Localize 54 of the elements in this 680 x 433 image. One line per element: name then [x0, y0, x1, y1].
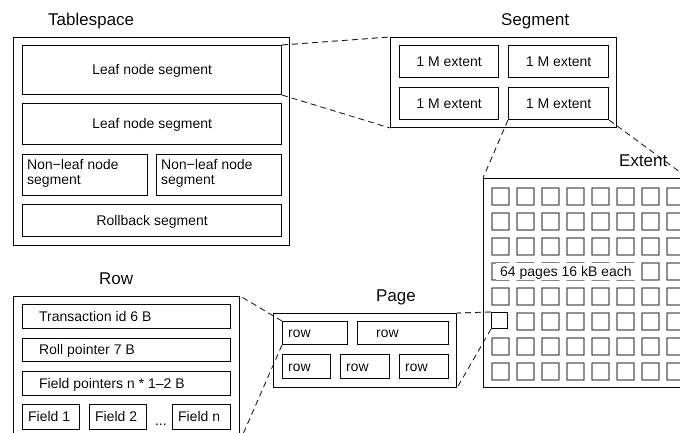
zoom-line [456, 312, 492, 314]
page-square [491, 312, 508, 329]
segment-box [89, 404, 147, 430]
segment-box [22, 304, 231, 329]
box-title: Page [376, 287, 416, 306]
box-label: row [288, 358, 311, 374]
box-label: Transaction id 6 B [39, 308, 152, 324]
box-label: Roll pointer 7 B [39, 342, 135, 358]
zoom-line [282, 94, 390, 128]
box-label: row [405, 358, 428, 374]
box-label: 1 M extent [526, 96, 592, 112]
zoom-line [482, 120, 508, 178]
segment-box [22, 338, 231, 362]
ellipsis: ... [155, 412, 167, 428]
box-label: row [288, 325, 311, 341]
box-label: 1 M extent [416, 96, 482, 112]
box-label: Leaf node segment [92, 116, 212, 132]
box-label: Rollback segment [96, 212, 208, 228]
zoom-line [282, 36, 390, 46]
segment-box [399, 45, 499, 78]
segment-box [22, 103, 282, 145]
segment-box [508, 45, 609, 78]
segment-box [282, 321, 348, 345]
segment-box [399, 354, 449, 379]
box-label: Field pointers n * 1–2 B [39, 376, 185, 392]
box-label: Non−leaf node segment [161, 157, 254, 188]
segment-box [357, 321, 449, 345]
box-label: 1 M extent [416, 54, 482, 70]
segment-box [22, 204, 282, 237]
segment-box [22, 404, 80, 430]
box-label: Field n [178, 409, 220, 425]
segment-box [22, 371, 231, 396]
zoom-line [240, 296, 282, 322]
segment-box [156, 154, 282, 196]
grid-caption: 64 pages 16 kB each [496, 263, 636, 280]
segment-box [282, 354, 331, 379]
box-label: Leaf node segment [92, 62, 212, 78]
segment-box [22, 154, 148, 196]
box-title: Extent [619, 152, 668, 171]
box-label: row [376, 325, 399, 341]
box-label: Field 1 [28, 409, 70, 425]
segment-box [508, 87, 609, 120]
box-label: Field 2 [95, 409, 138, 425]
segment-box [172, 404, 231, 430]
box-title: Tablespace [48, 11, 134, 30]
segment-box [22, 45, 282, 95]
box-label: Non−leaf node segment [27, 157, 120, 188]
segment-box [399, 87, 499, 120]
segment-box [340, 354, 390, 379]
box-title: Segment [501, 11, 570, 30]
zoom-line [456, 328, 492, 388]
box-title: Row [99, 270, 134, 289]
box-label: 1 M extent [526, 54, 592, 70]
box-label: row [346, 358, 369, 374]
